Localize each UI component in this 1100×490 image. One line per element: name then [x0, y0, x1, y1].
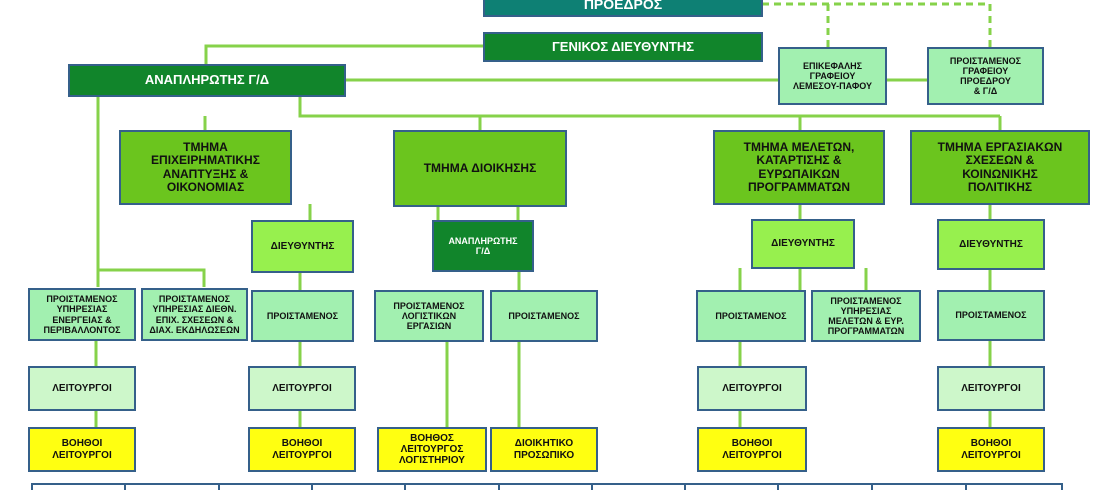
- head-energy-environment-box: ΠΡΟΙΣΤΑΜΕΝΟΣ ΥΠΗΡΕΣΙΑΣ ΕΝΕΡΓΕΙΑΣ & ΠΕΡΙΒ…: [28, 288, 136, 341]
- president-office-head-box: ΠΡΟΙΣΤΑΜΕΝΟΣ ΓΡΑΦΕΙΟΥ ΠΡΟΕΔΡΟΥ & Γ/Δ: [927, 47, 1044, 105]
- director-box-labour: ΔΙΕΥΘΥΝΤΗΣ: [937, 219, 1045, 270]
- director-box-studies: ΔΙΕΥΘΥΝΤΗΣ: [751, 219, 855, 269]
- administration-department: ΤΜΗΜΑ ΔΙΟΙΚΗΣΗΣ: [393, 130, 567, 207]
- assistant-officers-box-business: ΒΟΗΘΟΙ ΛΕΙΤΟΥΡΓΟΙ: [248, 427, 356, 472]
- assistant-officers-box-energy: ΒΟΗΘΟΙ ΛΕΙΤΟΥΡΓΟΙ: [28, 427, 136, 472]
- labour-relations-department: ΤΜΗΜΑ ΕΡΓΑΣΙΑΚΩΝ ΣΧΕΣΕΩΝ & ΚΟΙΝΩΝΙΚΗΣ ΠΟ…: [910, 130, 1090, 205]
- head-box-administration: ΠΡΟΙΣΤΑΜΕΝΟΣ: [490, 290, 598, 342]
- business-development-department: ΤΜΗΜΑ ΕΠΙΧΕΙΡΗΜΑΤΙΚΗΣ ΑΝΑΠΤΥΞΗΣ & ΟΙΚΟΝΟ…: [119, 130, 292, 205]
- director-box-business: ΔΙΕΥΘΥΝΤΗΣ: [251, 220, 354, 273]
- head-accounting-box: ΠΡΟΙΣΤΑΜΕΝΟΣ ΛΟΓΙΣΤΙΚΩΝ ΕΡΓΑΣΙΩΝ: [374, 290, 484, 342]
- officers-box-energy: ΛΕΙΤΟΥΡΓΟΙ: [28, 366, 136, 411]
- deputy-gd-box-administration: ΑΝΑΠΛΗΡΩΤΗΣ Γ/Δ: [432, 220, 534, 272]
- assistant-accountant-box: ΒΟΗΘΟΣ ΛΕΙΤΟΥΡΓΟΣ ΛΟΓΙΣΤΗΡΙΟΥ: [377, 427, 487, 472]
- head-box-labour: ΠΡΟΙΣΤΑΜΕΝΟΣ: [937, 290, 1045, 341]
- head-studies-programmes-box: ΠΡΟΙΣΤΑΜΕΝΟΣ ΥΠΗΡΕΣΙΑΣ ΜΕΛΕΤΩΝ & ΕΥΡ. ΠΡ…: [811, 290, 921, 342]
- assistant-officers-box-studies: ΒΟΗΘΟΙ ΛΕΙΤΟΥΡΓΟΙ: [697, 427, 807, 472]
- officers-box-business: ΛΕΙΤΟΥΡΓΟΙ: [248, 366, 356, 411]
- head-international-relations-box: ΠΡΟΙΣΤΑΜΕΝΟΣ ΥΠΗΡΕΣΙΑΣ ΔΙΕΘΝ. ΕΠΙΧ. ΣΧΕΣ…: [141, 288, 248, 341]
- studies-department: ΤΜΗΜΑ ΜΕΛΕΤΩΝ, ΚΑΤΑΡΤΙΣΗΣ & ΕΥΡΩΠΑΙΚΩΝ Π…: [713, 130, 885, 205]
- officers-box-labour: ΛΕΙΤΟΥΡΓΟΙ: [937, 366, 1045, 411]
- assistant-officers-box-labour: ΒΟΗΘΟΙ ΛΕΙΤΟΥΡΓΟΙ: [937, 427, 1045, 472]
- limassol-paphos-office-head-box: ΕΠΙΚΕΦΑΛΗΣ ΓΡΑΦΕΙΟΥ ΛΕΜΕΣΟΥ-ΠΑΦΟΥ: [778, 47, 887, 105]
- general-director-box: ΓΕΝΙΚΟΣ ΔΙΕΥΘΥΝΤΗΣ: [483, 32, 763, 62]
- head-box-studies: ΠΡΟΙΣΤΑΜΕΝΟΣ: [696, 290, 806, 342]
- deputy-general-director-box: ΑΝΑΠΛΗΡΩΤΗΣ Γ/Δ: [68, 64, 346, 97]
- head-box-business: ΠΡΟΙΣΤΑΜΕΝΟΣ: [251, 290, 354, 342]
- officers-box-studies: ΛΕΙΤΟΥΡΓΟΙ: [697, 366, 807, 411]
- president-box: ΠΡΟΕΔΡΟΣ: [483, 0, 763, 17]
- administrative-staff-box: ΔΙΟΙΚΗΤΙΚΟ ΠΡΟΣΩΠΙΚΟ: [490, 427, 598, 472]
